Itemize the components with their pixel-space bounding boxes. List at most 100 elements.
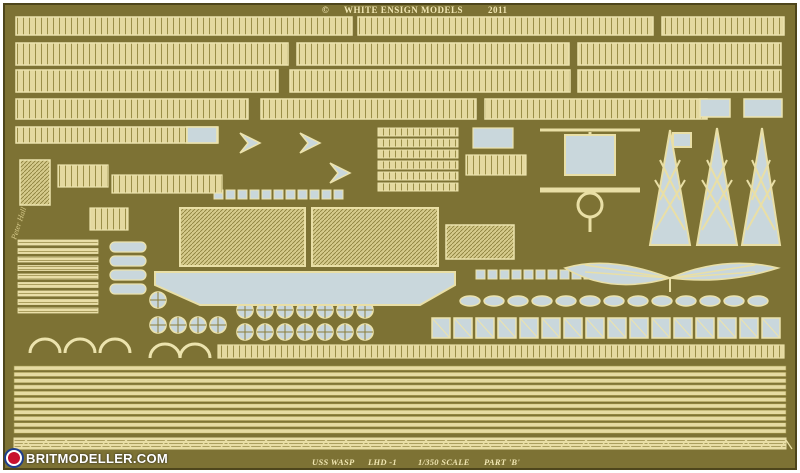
part-label: PART 'B' — [484, 457, 520, 467]
hatch-panel-brace — [519, 317, 539, 339]
deck-strip — [579, 438, 593, 450]
ladder-part — [17, 256, 99, 263]
pill-part — [109, 269, 147, 281]
deck-strip — [279, 438, 293, 450]
disc-part — [507, 295, 529, 307]
disc-part — [627, 295, 649, 307]
deck-strip — [59, 438, 73, 450]
fitting-part — [237, 189, 248, 200]
fitting-part — [273, 189, 284, 200]
hatch-panel-brace — [695, 317, 715, 339]
disc-part — [579, 295, 601, 307]
fitting-part — [309, 189, 320, 200]
hull-number: LHD -1 — [367, 457, 397, 467]
railing-strip — [357, 16, 654, 36]
hatch-panel-brace — [607, 317, 627, 339]
watermark: BRITMODELLER.COM — [6, 448, 168, 468]
railing-strip — [15, 42, 289, 66]
railing-strip — [260, 98, 477, 120]
ladder-part — [377, 171, 459, 181]
deck-strip — [219, 438, 233, 450]
fitting-part — [511, 269, 522, 280]
deck-strip — [339, 438, 353, 450]
wheel-spoke — [150, 292, 166, 308]
deck-strip — [199, 438, 213, 450]
hatch-panel-brace — [739, 317, 759, 339]
bracket-part — [57, 164, 109, 188]
disc-part — [699, 295, 721, 307]
railing-strip — [484, 98, 708, 120]
antenna-array-part — [563, 262, 781, 292]
deck-strip — [419, 438, 433, 450]
deck-strip — [619, 438, 633, 450]
hatch-panel-brace — [431, 317, 451, 339]
railing-strip — [296, 42, 570, 66]
railing-strip — [661, 16, 785, 36]
fitting-part — [321, 189, 332, 200]
railing-strip — [577, 42, 782, 66]
deck-strip — [13, 365, 787, 371]
deck-strip — [519, 438, 533, 450]
ladder-part — [377, 160, 459, 170]
fitting-part — [487, 269, 498, 280]
fitting-part — [285, 189, 296, 200]
deck-strip — [759, 438, 773, 450]
railing-strip — [743, 98, 783, 118]
fitting-part — [297, 189, 308, 200]
hatch-panel-brace — [651, 317, 671, 339]
hatch-panel-brace — [497, 317, 517, 339]
wheel-spoke — [357, 324, 373, 340]
deck-strip — [13, 422, 787, 428]
disc-part — [603, 295, 625, 307]
deck-strip — [13, 416, 787, 421]
hoop-part — [98, 337, 132, 354]
fitting-part — [333, 189, 344, 200]
hoop-part — [178, 342, 212, 359]
ladder-part — [377, 182, 459, 192]
truss-tower-parts — [648, 127, 782, 246]
deck-strip — [539, 438, 553, 450]
wheel-spoke — [150, 317, 166, 333]
disc-part — [483, 295, 505, 307]
ladder-part — [17, 282, 99, 288]
hatch-panel-brace — [563, 317, 583, 339]
railing-strip — [15, 126, 219, 144]
deck-strip — [19, 438, 33, 450]
hatch-panel-brace — [673, 317, 693, 339]
ladder-part — [17, 239, 99, 246]
deck-strip — [259, 438, 273, 450]
deck-strip — [13, 428, 787, 434]
bracket-part — [19, 159, 51, 206]
disc-part — [675, 295, 697, 307]
deck-strip — [13, 378, 787, 384]
railing-strip — [699, 98, 731, 118]
bracket-part — [89, 207, 129, 231]
hoop-part — [28, 337, 62, 354]
wheel-spoke — [337, 324, 353, 340]
bracket-part — [465, 154, 527, 176]
ladder-part — [17, 248, 99, 254]
bracket-part — [329, 162, 352, 184]
fitting-part — [499, 269, 510, 280]
deck-strip — [359, 438, 373, 450]
wheel-spoke — [297, 324, 313, 340]
pill-part — [109, 241, 147, 253]
fitting-part — [547, 269, 558, 280]
hatch-panel-brace — [541, 317, 561, 339]
disc-part — [651, 295, 673, 307]
pill-part — [109, 255, 147, 267]
deck-strip — [99, 438, 113, 450]
long-strip-parts — [13, 16, 793, 450]
ladder-part — [377, 138, 459, 148]
deck-strip — [13, 403, 787, 409]
deck-strip — [379, 438, 393, 450]
deck-strip — [459, 438, 473, 450]
deck-strip — [639, 438, 653, 450]
railing-strip — [15, 16, 353, 36]
bracket-part — [472, 127, 514, 149]
deck-strip — [159, 438, 173, 450]
ladder-frame-parts — [154, 207, 456, 306]
fitting-part — [249, 189, 260, 200]
crane-part — [540, 128, 640, 232]
